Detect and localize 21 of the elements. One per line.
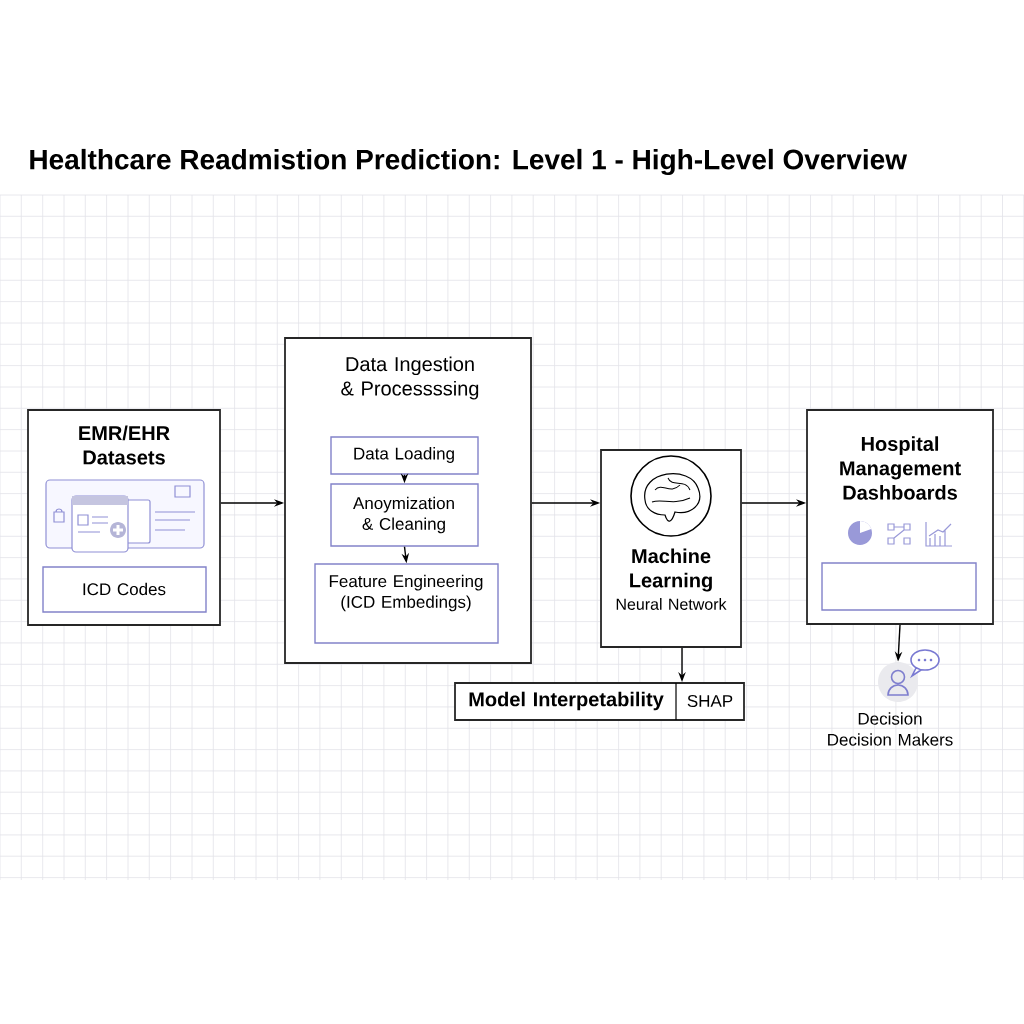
box-title: Machine Learning <box>630 548 712 592</box>
box-title: Data Loading <box>354 447 454 463</box>
box-subtitle: Neural Network <box>616 598 727 610</box>
box-heading: Model Interpetability <box>469 691 664 711</box>
person-icon <box>878 649 940 702</box>
step-box <box>314 563 499 644</box>
method-label: SHAP <box>687 695 733 707</box>
box-title: Hospital Management Dashboards <box>840 436 961 500</box>
step-box <box>330 436 479 475</box>
tool-box <box>821 562 977 611</box>
step-box <box>330 483 479 547</box>
model-box <box>600 449 742 648</box>
box-title: ICD Codes <box>83 582 166 596</box>
box-title: EMR/EHR Datasets <box>79 425 170 465</box>
code-box <box>42 566 207 613</box>
node-label: Decision Decision Makers <box>828 712 953 746</box>
box-title: Anoymization & Cleaning <box>353 496 454 534</box>
interpretability-box <box>454 682 745 721</box>
box-title: Data Ingestion & Processssing <box>341 356 479 400</box>
title: Healthcare Readmistion Prediction: Level 1 - High-Level Overview <box>30 148 908 176</box>
box-title: Feature Engineering (ICD Embedings) <box>329 574 483 612</box>
